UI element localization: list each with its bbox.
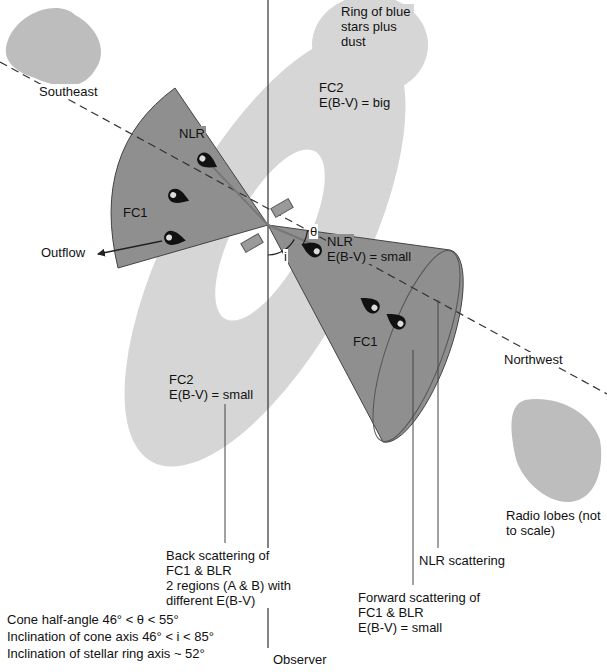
cloud — [298, 238, 324, 260]
cone-axis — [0, 62, 607, 394]
annotation: Southeast — [38, 84, 99, 99]
northwest-cone: NLRE(B-V) = smallFC1 — [268, 215, 458, 445]
region-label: NLR — [178, 126, 206, 141]
southeast-cone: NLR FC1 — [100, 85, 270, 275]
annotation: 2 regions (A & B) with different E(B-V) — [165, 578, 307, 608]
annotation: Observer — [272, 652, 327, 667]
theta-arc — [303, 230, 308, 244]
ray — [268, 225, 312, 244]
region-label: E(B-V) = small — [326, 249, 412, 264]
region-label: FC2 — [318, 80, 345, 95]
annotation: Back scattering of FC1 & BLR — [165, 548, 272, 578]
region-label: NLR — [326, 234, 354, 249]
cloud — [163, 230, 187, 248]
cloud — [166, 187, 191, 208]
annotation: Northwest — [503, 352, 564, 367]
annotation: Radio lobes (not to scale) — [505, 508, 602, 538]
region-label: Ring of blue stars plus dust — [340, 4, 414, 49]
region-label: E(B-V) = small — [168, 387, 254, 402]
radio-lobe — [6, 8, 101, 86]
region-label: FC1 — [352, 334, 379, 349]
annotation: E(B-V) = small — [357, 620, 443, 635]
cloud — [195, 150, 221, 173]
stellar-ring-region: Ring of blue stars plus dustFC2E(B-V) = … — [140, 0, 425, 475]
radio-lobe — [511, 399, 601, 502]
annotation: Outflow — [40, 245, 86, 260]
leader-line — [225, 404, 226, 543]
annotation: Inclination of stellar ring axis ~ 52° — [6, 646, 206, 661]
region-label: FC2 — [168, 372, 195, 387]
ionisation-cone — [111, 88, 268, 268]
ray — [208, 162, 268, 225]
region-label: FC1 — [122, 205, 149, 220]
cloud — [383, 308, 409, 332]
annotation: Forward scattering of FC1 & BLR — [357, 590, 484, 620]
annotation: Inclination of cone axis 46° < i < 85° — [6, 629, 215, 644]
annotation: NLR scattering — [418, 553, 506, 568]
i-arc — [268, 239, 294, 255]
outflow-arrow — [98, 241, 162, 254]
annotation: θ — [309, 224, 318, 239]
leader-line — [438, 300, 439, 548]
leader-line — [413, 350, 414, 585]
annotation: Cone half-angle 46° < θ < 55° — [6, 612, 180, 627]
annotation: i — [283, 249, 288, 264]
torus — [271, 199, 293, 218]
torus — [241, 234, 263, 253]
region-label: E(B-V) = big — [318, 95, 391, 110]
cloud — [357, 292, 383, 316]
